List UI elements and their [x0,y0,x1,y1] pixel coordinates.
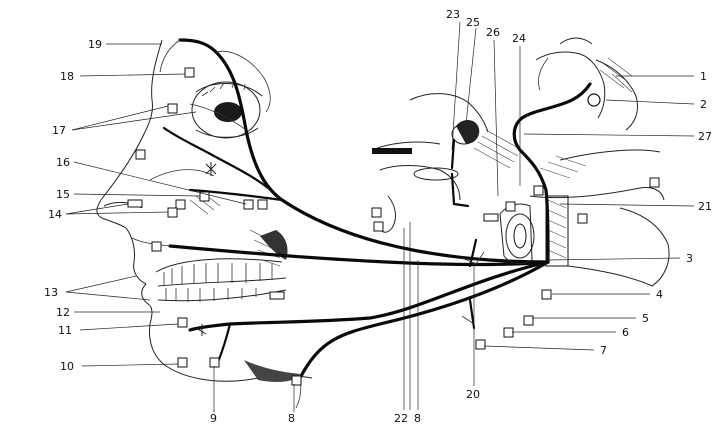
label-26: 26 [486,26,500,39]
label-17: 17 [52,124,66,137]
label-6: 6 [622,326,629,339]
label-24: 24 [512,32,526,45]
label-15: 15 [56,188,70,201]
label-20: 20 [466,388,480,401]
label-22: 22 [394,412,408,424]
label-21: 21 [698,200,712,213]
label-7: 7 [600,344,607,357]
label-10: 10 [60,360,74,373]
brainstem [536,38,638,130]
teeth [156,259,286,302]
label-2: 2 [700,98,707,111]
label-1: 1 [700,70,707,83]
label-16: 16 [56,156,70,169]
label-19: 19 [88,38,102,51]
label-3: 3 [686,252,693,265]
muscle-shading [190,192,300,382]
temporal-bone [372,94,669,286]
label-14: 14 [48,208,62,221]
face-outline [97,40,312,381]
label-25: 25 [466,16,480,29]
label-23: 23 [446,8,460,21]
label-27: 27 [698,130,712,143]
eye-region [192,82,262,138]
label-12: 12 [56,306,70,319]
facial-nerve-branches [132,40,548,408]
label-4: 4 [656,288,663,301]
label-markers [128,68,659,385]
label-9: 9 [210,412,217,424]
label-5: 5 [642,312,649,325]
label-13: 13 [44,286,58,299]
label-8-right: 8 [414,412,421,424]
label-11: 11 [58,324,72,337]
label-8: 8 [288,412,295,424]
label-18: 18 [60,70,74,83]
